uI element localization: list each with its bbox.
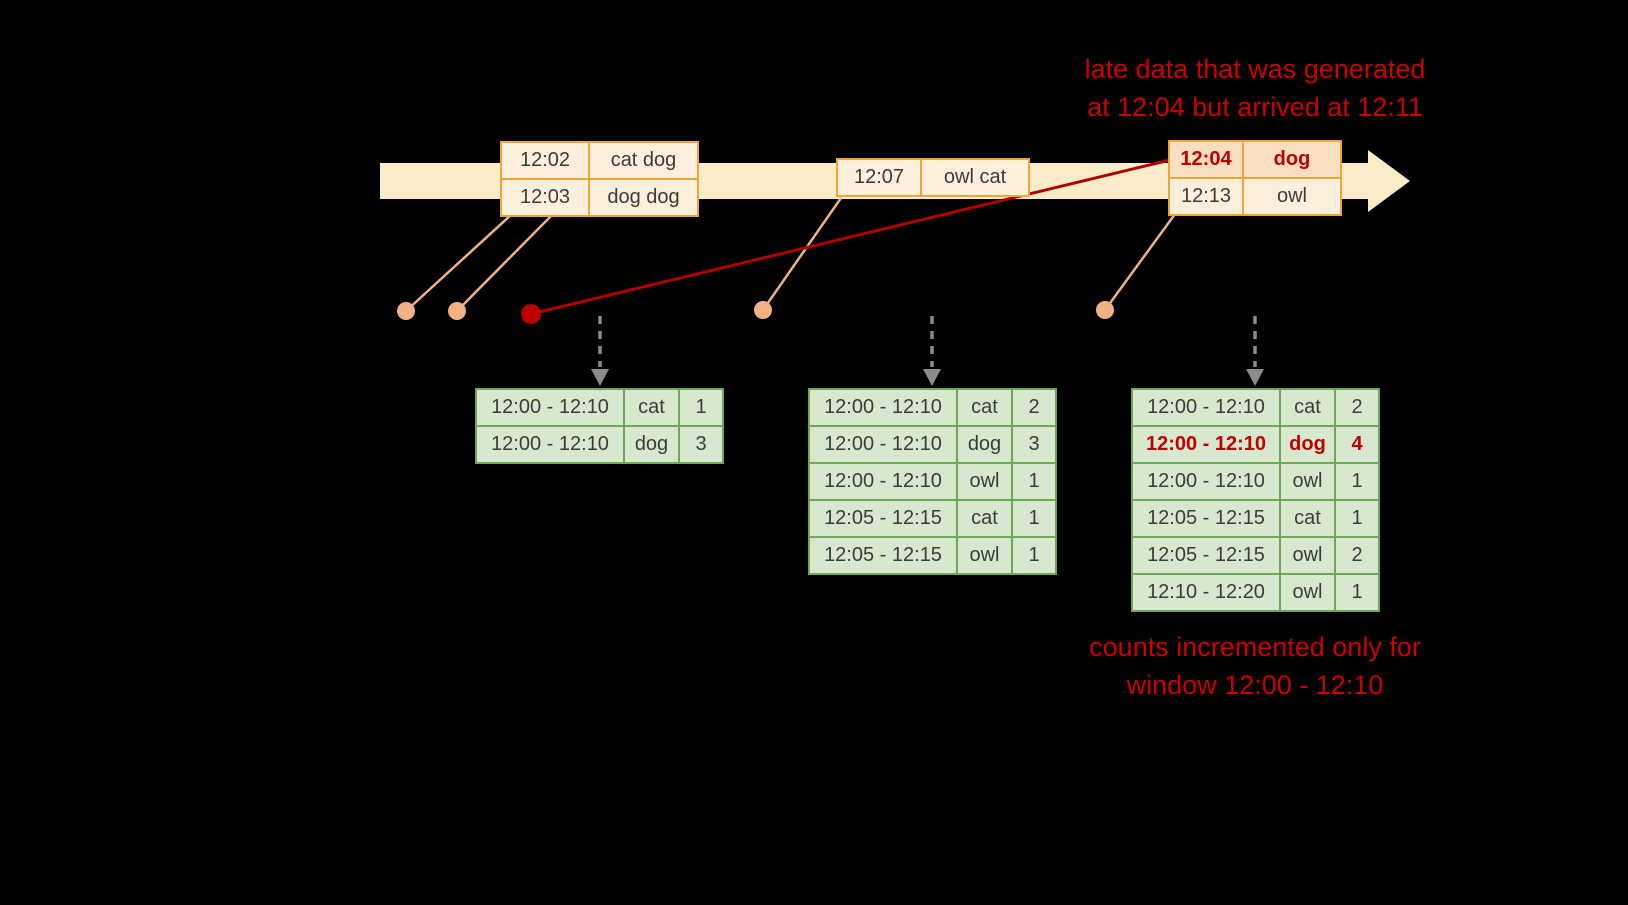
counts-annotation-line1: counts incremented only for: [1089, 632, 1421, 662]
down-arrowhead-icon: [923, 369, 941, 386]
late-data-annotation: late data that was generated at 12:04 bu…: [1020, 50, 1490, 126]
event-dot: [397, 302, 415, 320]
event-time-cell: 12:07: [838, 160, 920, 195]
count-cell: 2: [1336, 538, 1378, 573]
event-time-cell: 12:04: [1170, 142, 1242, 177]
connector-line: [405, 213, 513, 312]
count-cell: 2: [1013, 390, 1055, 425]
window-cell: 12:00 - 12:10: [477, 427, 623, 462]
event-time-cell: 12:02: [502, 143, 588, 178]
event-words-cell: owl cat: [922, 160, 1028, 195]
down-arrowhead-icon: [591, 369, 609, 386]
event-words-cell: dog dog: [590, 180, 697, 215]
count-cell: 4: [1336, 427, 1378, 462]
count-cell: 1: [1336, 464, 1378, 499]
count-cell: 1: [680, 390, 722, 425]
word-cell: cat: [1281, 390, 1334, 425]
word-cell: dog: [625, 427, 678, 462]
timeline-arrowhead-icon: [1368, 150, 1410, 212]
count-cell: 2: [1336, 390, 1378, 425]
count-cell: 1: [1336, 575, 1378, 610]
word-cell: cat: [625, 390, 678, 425]
window-cell: 12:00 - 12:10: [477, 390, 623, 425]
window-cell: 12:00 - 12:10: [810, 390, 956, 425]
event-words-cell: owl: [1244, 179, 1340, 214]
window-cell: 12:05 - 12:15: [1133, 538, 1279, 573]
count-cell: 1: [1013, 501, 1055, 536]
event-dot: [754, 301, 772, 319]
count-cell: 1: [1013, 538, 1055, 573]
down-arrowhead-icon: [1246, 369, 1264, 386]
word-cell: cat: [1281, 501, 1334, 536]
late-data-annotation-line2: at 12:04 but arrived at 12:11: [1087, 92, 1423, 122]
window-cell: 12:05 - 12:15: [1133, 501, 1279, 536]
window-cell: 12:00 - 12:10: [1133, 464, 1279, 499]
connector-line: [1103, 213, 1177, 311]
word-cell: cat: [958, 501, 1011, 536]
word-cell: owl: [958, 464, 1011, 499]
connector-line: [456, 213, 554, 312]
late-data-line: [530, 158, 1171, 316]
connector-line: [761, 197, 843, 311]
event-time-cell: 12:13: [1170, 179, 1242, 214]
count-cell: 1: [1013, 464, 1055, 499]
event-dot: [448, 302, 466, 320]
count-cell: 3: [680, 427, 722, 462]
word-cell: owl: [1281, 464, 1334, 499]
late-event-dot: [521, 304, 541, 324]
window-cell: 12:00 - 12:10: [1133, 390, 1279, 425]
counts-incremented-annotation: counts incremented only for window 12:00…: [1020, 628, 1490, 704]
event-words-cell: dog: [1244, 142, 1340, 177]
window-cell: 12:00 - 12:10: [1133, 427, 1279, 462]
window-cell: 12:10 - 12:20: [1133, 575, 1279, 610]
word-cell: owl: [958, 538, 1011, 573]
word-cell: cat: [958, 390, 1011, 425]
window-cell: 12:00 - 12:10: [810, 464, 956, 499]
word-cell: dog: [1281, 427, 1334, 462]
word-cell: owl: [1281, 575, 1334, 610]
event-words-cell: cat dog: [590, 143, 697, 178]
late-data-annotation-line1: late data that was generated: [1084, 54, 1426, 84]
counts-annotation-line2: window 12:00 - 12:10: [1126, 670, 1384, 700]
window-cell: 12:05 - 12:15: [810, 538, 956, 573]
count-cell: 3: [1013, 427, 1055, 462]
event-time-cell: 12:03: [502, 180, 588, 215]
window-cell: 12:00 - 12:10: [810, 427, 956, 462]
window-cell: 12:05 - 12:15: [810, 501, 956, 536]
count-cell: 1: [1336, 501, 1378, 536]
event-dot: [1096, 301, 1114, 319]
word-cell: dog: [958, 427, 1011, 462]
word-cell: owl: [1281, 538, 1334, 573]
